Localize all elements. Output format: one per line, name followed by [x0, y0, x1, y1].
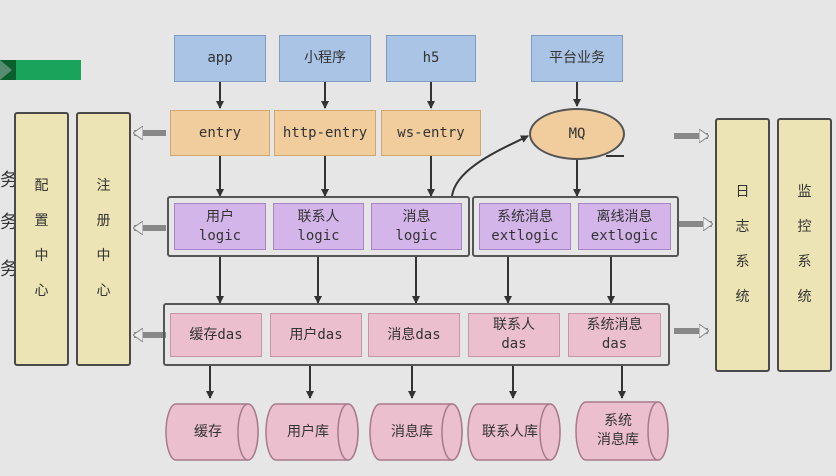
ws-entry-box: ws-entry [381, 110, 481, 156]
monitor-system-char: 系 [797, 254, 812, 270]
user-db: 用户库 [268, 404, 348, 460]
message-das-label: 消息das [387, 326, 441, 343]
client-mini-program: 小程序 [279, 35, 371, 82]
user-db-shape [265, 403, 359, 461]
client-app-label: app [207, 50, 233, 67]
system-message-das-label: 系统消息 das [586, 317, 643, 352]
mq-label: MQ [568, 126, 586, 142]
client-platform-business-label: 平台业务 [549, 50, 605, 67]
user-db-label: 用户库 [287, 423, 329, 440]
monitor-system-panel: 监 控 系 统 [777, 118, 832, 372]
http-entry-label: http-entry [282, 124, 368, 141]
registry-center-panel: 注 册 中 心 [76, 112, 131, 366]
contact-das-label: 联系人 das [493, 317, 535, 352]
monitor-system-char: 统 [797, 288, 812, 305]
client-mini-program-label: 小程序 [304, 50, 346, 67]
offline-message-extlogic-label: 离线消息 extlogic [590, 208, 659, 244]
system-message-extlogic-box: 系统消息 extlogic [479, 203, 571, 250]
registry-center-char: 中 [96, 248, 111, 264]
contact-logic-label: 联系人 logic [297, 208, 340, 244]
message-db: 消息库 [372, 404, 452, 460]
config-center-panel: 配 置 中 心 [14, 112, 69, 366]
message-db-label: 消息库 [391, 423, 433, 440]
contact-db-shape [467, 403, 561, 461]
message-logic-box: 消息 logic [371, 203, 462, 250]
green-banner [0, 60, 81, 80]
contact-das-box: 联系人 das [468, 313, 560, 357]
extlogic-group [472, 196, 679, 257]
log-system-char: 系 [735, 254, 750, 270]
user-das-label: 用户das [289, 326, 343, 343]
http-entry-box: http-entry [274, 110, 376, 156]
logic-group [167, 196, 470, 257]
system-message-das-box: 系统消息 das [568, 313, 661, 357]
cache-db-shape [165, 403, 259, 461]
ws-entry-label: ws-entry [397, 124, 465, 141]
client-app: app [174, 35, 266, 82]
contact-db-label: 联系人库 [482, 423, 538, 440]
client-h5: h5 [386, 35, 476, 82]
registry-center-char: 册 [96, 213, 111, 230]
registry-center-char: 心 [96, 282, 111, 299]
system-message-db-shape [575, 401, 669, 461]
message-db-shape [369, 403, 463, 461]
user-logic-label: 用户 logic [198, 208, 242, 244]
log-system-char: 统 [735, 288, 750, 305]
cache-db-label: 缓存 [194, 423, 222, 440]
system-message-db-label: 系统 消息库 [597, 413, 639, 448]
contact-db: 联系人库 [470, 404, 550, 460]
config-center-char: 配 [34, 178, 49, 195]
entry-label: entry [198, 124, 242, 141]
monitor-system-char: 监 [797, 184, 812, 201]
user-das-box: 用户das [270, 313, 362, 357]
entry-box: entry [170, 110, 270, 156]
client-h5-label: h5 [422, 50, 440, 67]
system-message-extlogic-label: 系统消息 extlogic [491, 208, 559, 244]
offline-message-extlogic-box: 离线消息 extlogic [578, 203, 671, 250]
message-logic-label: 消息 logic [395, 208, 438, 244]
client-platform-business: 平台业务 [531, 35, 623, 82]
system-message-db: 系统 消息库 [578, 402, 658, 460]
registry-center-char: 注 [96, 178, 111, 195]
das-group [163, 303, 670, 366]
cache-db: 缓存 [168, 404, 248, 460]
log-system-char: 志 [735, 219, 750, 236]
edge-glyph: 务 [0, 259, 18, 280]
cache-das-box: 缓存das [170, 313, 262, 357]
log-system-panel: 日 志 系 统 [715, 118, 770, 372]
message-das-box: 消息das [368, 313, 460, 357]
mq-node: MQ [529, 108, 625, 160]
edge-glyph: 务 [0, 212, 18, 233]
monitor-system-char: 控 [797, 219, 812, 236]
user-logic-box: 用户 logic [174, 203, 266, 250]
edge-glyph: 务 [0, 170, 18, 191]
config-center-char: 置 [34, 213, 49, 230]
log-system-char: 日 [735, 184, 750, 201]
config-center-char: 心 [34, 282, 49, 299]
config-center-char: 中 [34, 248, 49, 264]
contact-logic-box: 联系人 logic [273, 203, 364, 250]
cache-das-label: 缓存das [189, 326, 243, 343]
